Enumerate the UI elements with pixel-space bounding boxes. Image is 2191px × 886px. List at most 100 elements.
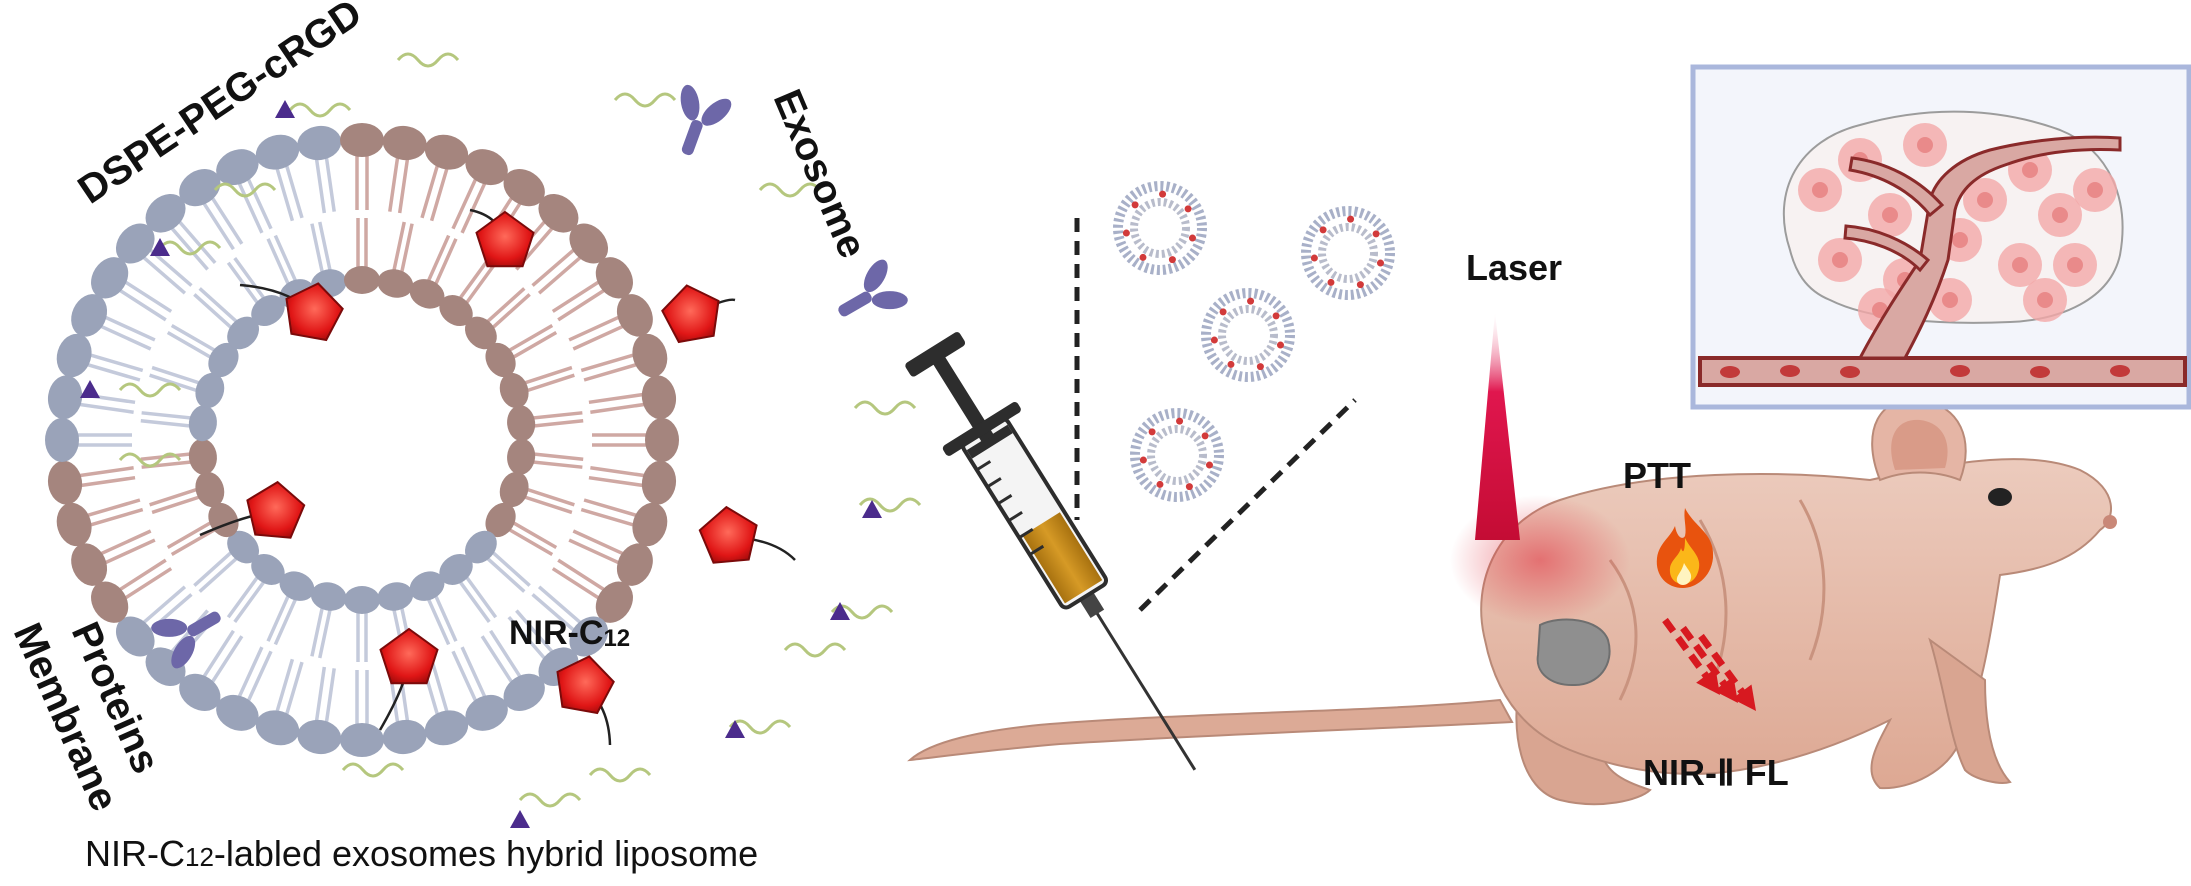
blood-cell xyxy=(1780,365,1800,377)
lipid-head xyxy=(310,582,347,611)
vesicle-dye-dot xyxy=(1276,341,1284,349)
blood-cell xyxy=(1950,365,1970,377)
lipid-head xyxy=(595,581,633,623)
fire-icon xyxy=(1656,508,1714,588)
lipid-head xyxy=(279,571,315,601)
protein-stem xyxy=(681,119,703,156)
vesicle-dye-dot xyxy=(1184,205,1192,213)
nir-ii-fl-label: NIR-Ⅱ FL xyxy=(1643,752,1789,793)
protein-arm xyxy=(871,291,908,310)
mouse-front-leg xyxy=(1928,637,2012,784)
nir-c12-sub: 12 xyxy=(603,625,630,652)
lipid-head xyxy=(503,169,545,207)
lipid-head xyxy=(71,294,108,337)
lipid-head xyxy=(344,266,380,294)
peg-chain xyxy=(158,240,222,256)
tumor-cell-nucleus xyxy=(2022,162,2038,178)
lipid-head xyxy=(377,269,414,298)
tumor-cell-nucleus xyxy=(1942,292,1958,308)
blood-cell xyxy=(2030,366,2050,378)
caption-suffix: -labled exosomes hybrid liposome xyxy=(214,833,758,874)
small-vesicle-icon xyxy=(1301,206,1395,300)
lipid-head xyxy=(464,316,497,350)
mouse-skin-fold xyxy=(1698,519,1728,691)
peg-chain xyxy=(396,52,460,68)
lipid-head xyxy=(632,333,668,378)
vesicle-dye-dot xyxy=(1272,312,1280,320)
lipid-head xyxy=(251,553,285,585)
protein-arm xyxy=(680,84,700,121)
dashed-line-diagonal xyxy=(1138,398,1357,612)
nir-dye-pentagon xyxy=(661,284,720,344)
nir-emission-arrows xyxy=(1662,617,1756,711)
membrane-protein-icon xyxy=(151,611,221,669)
peg-chain xyxy=(118,382,182,398)
protein-arm xyxy=(151,618,188,637)
protein-arm xyxy=(863,259,888,293)
tumor-cell-nucleus xyxy=(1882,207,1898,223)
lipid-head xyxy=(45,418,79,462)
lipid-head xyxy=(115,616,155,657)
peg-chain xyxy=(288,102,352,118)
nir-dye-pentagon xyxy=(246,480,306,539)
vesicle-inner-ring xyxy=(1130,198,1190,258)
hybrid-liposome-vesicle xyxy=(45,52,922,828)
lipid-head xyxy=(503,673,545,711)
nir-arrow-shaft xyxy=(1680,625,1733,695)
peg-chain xyxy=(613,92,677,108)
lipid-head xyxy=(465,694,508,731)
vesicle-dye-dot xyxy=(1327,278,1335,286)
lipid-head xyxy=(382,125,427,161)
lipid-head xyxy=(251,295,285,327)
peg-chain xyxy=(783,642,847,658)
lipid-head xyxy=(216,149,259,186)
crgd-triangle xyxy=(862,500,882,518)
lipid-head xyxy=(195,471,225,508)
vesicle-dye-dot xyxy=(1139,456,1147,464)
vesicle-dye-dot xyxy=(1247,297,1255,305)
lipid-head xyxy=(464,530,497,564)
lipid-head xyxy=(538,193,579,233)
lipid-head xyxy=(485,502,516,538)
laser-irradiation-glow xyxy=(1450,495,1630,625)
tumor-icon xyxy=(1536,618,1611,687)
nir-dye-pentagon xyxy=(475,210,535,268)
lipid-head xyxy=(465,149,508,186)
blood-cells xyxy=(1720,365,2130,378)
lipid-head xyxy=(56,333,92,378)
peg-chain xyxy=(858,497,922,513)
peg-chain xyxy=(518,792,582,808)
vesicle-dye-dot xyxy=(1227,360,1235,368)
crgd-triangle xyxy=(830,602,850,620)
vesicle-dye-dot xyxy=(1210,336,1218,344)
lipid-head xyxy=(255,710,300,746)
lipid-head xyxy=(91,257,129,299)
vesicle-dye-dot xyxy=(1156,480,1164,488)
lipid-head xyxy=(499,372,529,409)
mouse-eye xyxy=(1988,488,2012,506)
tumor-cell-nucleus xyxy=(1812,182,1828,198)
peg-chain xyxy=(213,182,277,198)
vesicle-outer-ring xyxy=(1201,288,1295,382)
tumor-cell-nucleus xyxy=(2067,257,2083,273)
lipid-head xyxy=(56,502,92,547)
lipid-head xyxy=(439,295,473,327)
lipid-head xyxy=(616,294,653,337)
lipid-head xyxy=(227,530,260,564)
vesicle-inner-ring xyxy=(1147,425,1207,485)
blood-cell xyxy=(1840,366,1860,378)
crgd-triangle xyxy=(275,100,295,118)
vesicle-dye-dot xyxy=(1319,226,1327,234)
vesicle-inner-ring xyxy=(1218,305,1278,365)
peg-chain xyxy=(758,182,822,198)
vesicle-outer-ring xyxy=(1301,206,1395,300)
nir-dye-pentagon xyxy=(379,627,439,685)
tumor-cell-nucleus xyxy=(2087,182,2103,198)
peg-chain xyxy=(728,719,792,735)
vesicle-dye-dot xyxy=(1188,234,1196,242)
vesicle-dye-dot xyxy=(1139,253,1147,261)
lipid-head xyxy=(47,460,83,505)
nir-c12-main: NIR-C xyxy=(509,614,603,652)
lipid-head xyxy=(227,316,260,350)
lipid-head xyxy=(569,223,609,264)
